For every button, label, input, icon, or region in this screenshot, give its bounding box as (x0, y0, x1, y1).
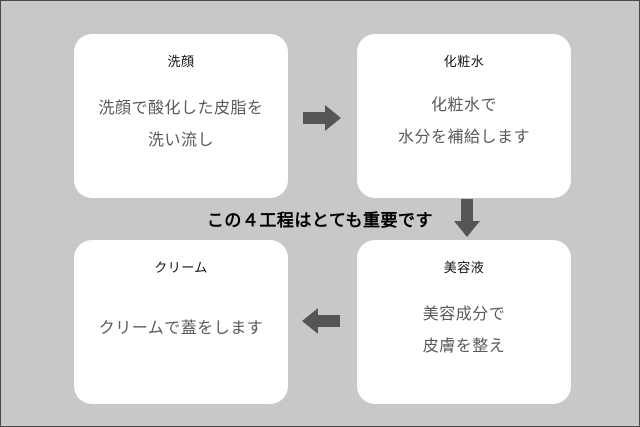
right-arrow-icon (303, 105, 341, 131)
step-description-line: 洗顔で酸化した皮脂を (98, 98, 264, 117)
caption-text: この４工程はとても重要です (206, 211, 434, 231)
step-title: 化粧水 (443, 55, 485, 70)
left-arrow-icon (302, 308, 340, 334)
down-arrow-icon (454, 199, 480, 237)
step-title: クリーム (154, 261, 208, 276)
step-description-line: 水分を補給します (397, 127, 530, 146)
step-card-cream: クリーム クリームで蓋をします (74, 240, 288, 404)
step-card-lotion: 化粧水 化粧水で 水分を補給します (357, 34, 571, 198)
step-description: 美容成分で 皮膚を整え (357, 298, 571, 362)
step-description-line: 皮膚を整え (422, 336, 506, 355)
step-card-face-wash: 洗顔 洗顔で酸化した皮脂を 洗い流し (74, 34, 288, 198)
step-description: クリームで蓋をします (74, 312, 288, 344)
step-description-line: クリームで蓋をします (98, 318, 264, 337)
step-title: 美容液 (443, 261, 485, 276)
step-description: 洗顔で酸化した皮脂を 洗い流し (74, 92, 288, 156)
step-description-line: 化粧水で (430, 95, 497, 114)
step-description-line: 洗い流し (147, 130, 214, 149)
step-title: 洗顔 (167, 55, 195, 70)
step-description: 化粧水で 水分を補給します (357, 89, 571, 153)
step-description-line: 美容成分で (422, 304, 506, 323)
step-card-serum: 美容液 美容成分で 皮膚を整え (357, 240, 571, 404)
